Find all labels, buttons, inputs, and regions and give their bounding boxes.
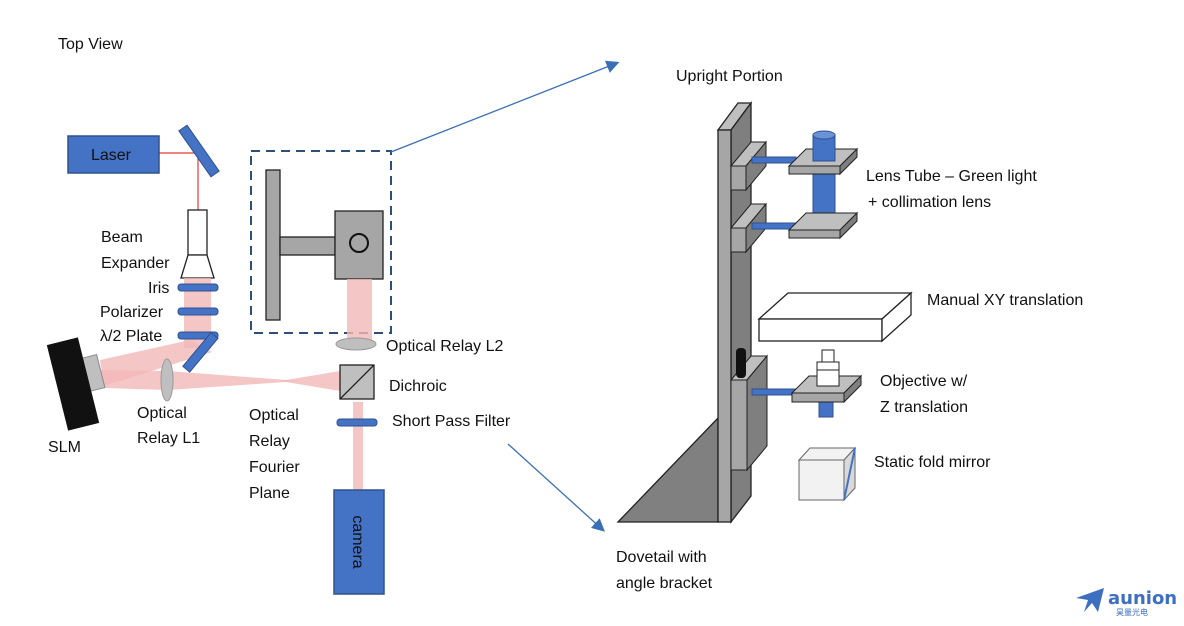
- optical-relay-l1-label-line1: Optical: [137, 405, 187, 422]
- optical-relay-l2-label: Optical Relay L2: [386, 338, 503, 355]
- camera-label: camera: [349, 515, 366, 568]
- dovetail-label-line1: Dovetail with: [616, 549, 707, 566]
- slm-fold-mirror: [182, 331, 219, 373]
- dovetail-label-line2: angle bracket: [616, 575, 713, 592]
- polarizer-element: [177, 307, 219, 316]
- upper-mount-block-1: [729, 140, 768, 192]
- arrow-to-dovetail: [507, 443, 605, 532]
- fourier-label-line2: Relay: [249, 433, 290, 450]
- objective-arm: [751, 388, 797, 396]
- laser-fold-mirror: [178, 124, 220, 178]
- lens-tube: [787, 130, 859, 240]
- dichroic-label: Dichroic: [389, 378, 447, 395]
- beam-label: Beam: [101, 229, 143, 246]
- objective-assembly: [790, 349, 863, 418]
- upright-portion-label: Upright Portion: [676, 68, 783, 85]
- upright-top-view-structure: [265, 169, 384, 321]
- laser: Laser: [67, 135, 160, 174]
- dichroic-cube: [339, 364, 375, 400]
- polarizer-label: Polarizer: [100, 304, 164, 321]
- fourier-label-line4: Plane: [249, 485, 290, 502]
- optical-relay-l1-label-line2: Relay L1: [137, 430, 200, 447]
- lens-tube-label-line2: + collimation lens: [868, 194, 991, 211]
- optical-relay-l1-lens: [160, 358, 174, 402]
- arrow-to-upright-portion: [390, 60, 620, 153]
- slm: [46, 337, 106, 431]
- iris-label: Iris: [148, 280, 169, 297]
- aunion-logo: aunion 昊量光电: [1076, 588, 1177, 617]
- upright-top-view-box: [250, 150, 392, 334]
- fourier-label-line1: Optical: [249, 407, 299, 424]
- beam-upright-to-dichroic: [347, 279, 372, 343]
- beam-expander: [180, 209, 215, 279]
- camera: camera: [333, 489, 385, 595]
- iris-element: [177, 283, 219, 292]
- dovetail-angle-bracket: [616, 416, 719, 523]
- lens-tube-arm-2: [751, 222, 797, 230]
- beam-to-fourier-plane: [100, 370, 300, 390]
- short-pass-filter-label: Short Pass Filter: [392, 413, 511, 430]
- half-wave-plate-label: λ/2 Plate: [100, 328, 162, 345]
- manual-xy-label: Manual XY translation: [927, 292, 1083, 309]
- aunion-logo-subtitle: 昊量光电: [1116, 607, 1148, 617]
- objective-label-line1: Objective w/: [880, 373, 968, 390]
- static-fold-mirror-label: Static fold mirror: [874, 454, 991, 471]
- static-fold-mirror: [797, 446, 857, 502]
- slm-label: SLM: [48, 439, 81, 456]
- manual-xy-translation-stage: [757, 291, 913, 343]
- z-stage-block: [729, 348, 769, 472]
- aunion-logo-name: aunion: [1108, 588, 1177, 609]
- top-view-label: Top View: [58, 36, 123, 53]
- lens-tube-arm-1: [751, 156, 797, 164]
- short-pass-filter-element: [336, 418, 378, 427]
- beam-fourier-to-dichroic: [280, 371, 340, 391]
- laser-label: Laser: [91, 147, 132, 164]
- laser-beam-line: [159, 152, 199, 210]
- beam-dichroic-to-camera: [353, 402, 363, 490]
- aunion-logo-icon: [1076, 588, 1104, 612]
- optical-relay-l2-lens: [335, 337, 377, 351]
- fourier-label-line3: Fourier: [249, 459, 300, 476]
- lens-tube-label-line1: Lens Tube – Green light: [866, 168, 1037, 185]
- expander-label: Expander: [101, 255, 170, 272]
- objective-label-line2: Z translation: [880, 399, 968, 416]
